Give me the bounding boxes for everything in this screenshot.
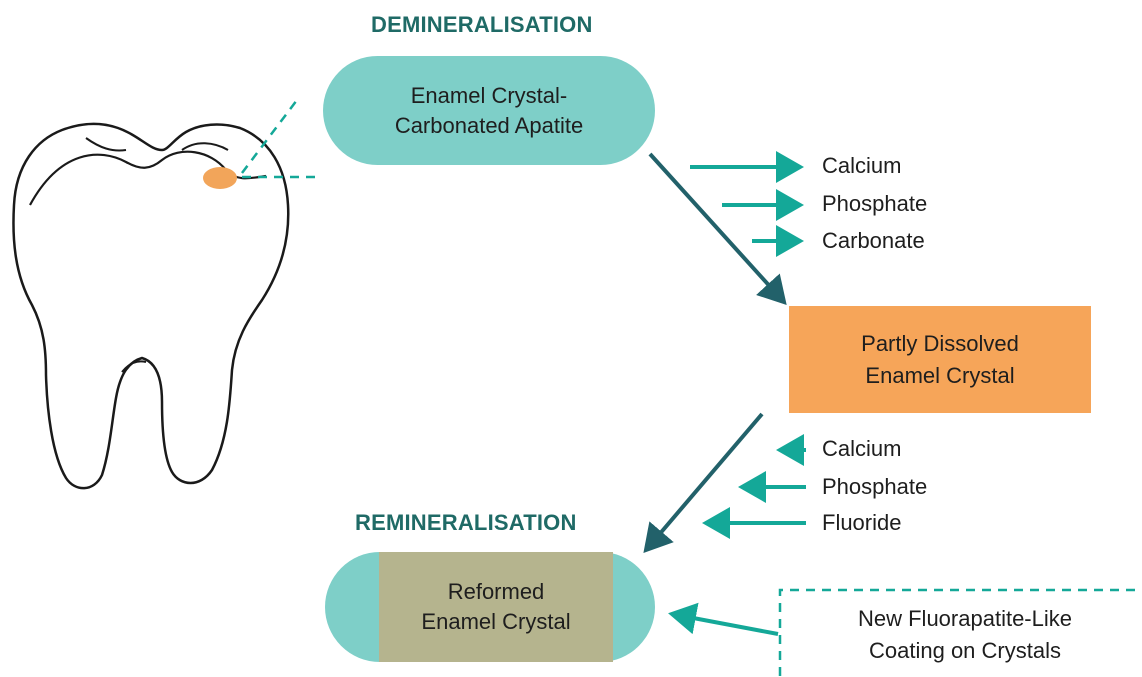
enamel-crystal-node: Enamel Crystal- Carbonated Apatite: [323, 56, 655, 165]
coating-line-2: Coating on Crystals: [869, 638, 1061, 663]
partly-dissolved-node: Partly Dissolved Enamel Crystal: [789, 306, 1091, 413]
reformed-crystal-node: Reformed Enamel Crystal: [379, 552, 613, 662]
arrow-coating: [668, 602, 779, 636]
demineralisation-heading: DEMINERALISATION: [371, 12, 593, 37]
reformed-line-1: Reformed: [447, 579, 545, 604]
coating-label: New Fluorapatite-Like Coating on Crystal…: [800, 603, 1130, 667]
tooth-cusp-line: [85, 137, 229, 152]
coating-line-1: New Fluorapatite-Like: [858, 606, 1072, 631]
tooth-root-divide: [121, 360, 147, 373]
enamel-crystal-line-1: Enamel Crystal-: [410, 82, 568, 108]
coating-dashed-frame: [778, 588, 1142, 676]
gained-mineral-fluoride: Fluoride: [822, 510, 902, 535]
arrow-demineralisation: [648, 152, 787, 305]
arrow-remineralisation: [643, 412, 764, 554]
remineralisation-heading: REMINERALISATION: [355, 510, 577, 535]
partly-dissolved-line-1: Partly Dissolved: [861, 330, 1019, 356]
partly-dissolved-line-2: Enamel Crystal: [865, 362, 1015, 388]
tooth-illustration: [12, 122, 290, 490]
lost-mineral-carbonate: Carbonate: [822, 228, 925, 253]
gained-mineral-phosphate: Phosphate: [822, 474, 928, 499]
reformed-line-2: Enamel Crystal: [421, 609, 571, 634]
lesion-spot: [203, 167, 237, 189]
lost-mineral-phosphate: Phosphate: [822, 191, 928, 216]
enamel-crystal-line-2: Carbonated Apatite: [394, 112, 584, 138]
tooth-outline: [12, 122, 290, 490]
gained-mineral-calcium: Calcium: [822, 436, 902, 461]
lost-mineral-calcium: Calcium: [822, 153, 902, 178]
